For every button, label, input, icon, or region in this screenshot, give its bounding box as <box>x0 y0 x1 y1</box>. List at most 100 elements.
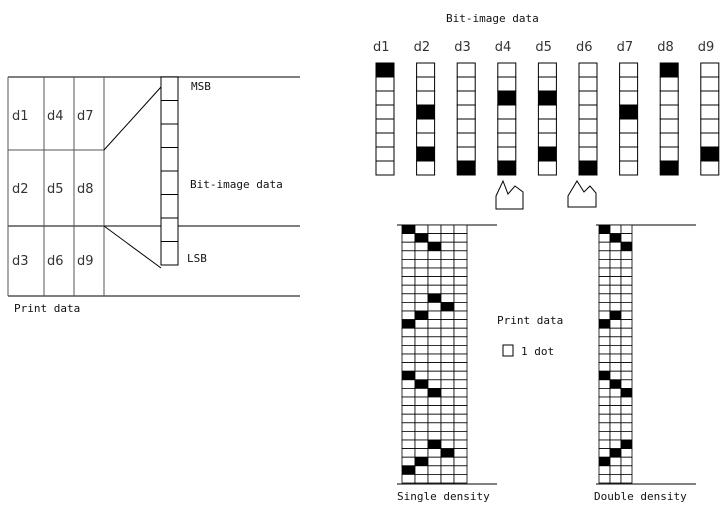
double-density-dot <box>609 396 622 407</box>
double-density-dot <box>609 267 622 278</box>
double-density-dot <box>598 344 611 355</box>
double-density-dot <box>609 362 622 372</box>
double-density-dot <box>609 430 622 441</box>
single-density-caption: Single density <box>397 490 490 503</box>
bit-cell <box>537 104 557 120</box>
bit-cell <box>578 118 598 134</box>
single-density-dot <box>414 473 429 484</box>
single-density-dot <box>427 267 442 278</box>
single-density-dot <box>414 405 429 415</box>
single-density-dot-filled <box>440 301 455 312</box>
double-density-dot-filled <box>598 224 611 235</box>
bit-cell <box>619 62 639 78</box>
single-density-dot <box>453 422 468 432</box>
single-density-dot <box>414 241 429 252</box>
bit-cell <box>416 62 436 78</box>
single-density-dot <box>414 422 429 432</box>
filled-bit-cell <box>700 146 720 162</box>
bit-cell <box>456 62 476 78</box>
double-density-dot <box>609 293 622 303</box>
double-density-dot <box>620 293 633 303</box>
double-density-dot-filled <box>620 387 633 398</box>
legend-dot-label: 1 dot <box>521 345 554 358</box>
single-density-dot <box>453 379 468 389</box>
single-density-dot <box>401 310 416 321</box>
single-density-dot <box>401 448 416 458</box>
bit-cell <box>416 90 436 106</box>
double-density-dot <box>598 284 611 295</box>
single-density-dot <box>414 319 429 329</box>
single-density-dot <box>453 276 468 286</box>
double-density-dot <box>609 276 622 286</box>
single-density-dot <box>440 293 455 303</box>
single-density-dot <box>414 387 429 398</box>
double-density-dot <box>598 327 611 338</box>
single-density-dot <box>427 422 442 432</box>
down-arrow-icon <box>495 179 524 210</box>
single-density-dot <box>453 387 468 398</box>
single-density-dot <box>453 396 468 407</box>
single-density-dot <box>453 465 468 475</box>
single-density-dot <box>440 241 455 252</box>
double-density-dot <box>609 284 622 295</box>
double-density-dot <box>609 387 622 398</box>
double-density-dot <box>620 362 633 372</box>
single-density-dot <box>453 301 468 312</box>
single-density-dot-filled <box>401 319 416 329</box>
single-density-dot-filled <box>414 310 429 321</box>
double-density-dot <box>620 413 633 424</box>
bit-cell <box>619 132 639 148</box>
print-data-caption: Print data <box>14 302 80 315</box>
single-density-dot <box>440 336 455 346</box>
double-density-dot <box>609 344 622 355</box>
single-density-dot-filled <box>427 241 442 252</box>
single-density-dot <box>427 370 442 381</box>
single-density-dot <box>440 224 455 235</box>
single-density-dot <box>414 293 429 303</box>
bit-cell <box>619 160 639 176</box>
column-label-d9: d9 <box>698 40 715 55</box>
double-density-dot <box>620 310 633 321</box>
single-density-dot <box>427 327 442 338</box>
double-density-dot <box>598 258 611 269</box>
single-density-dot <box>401 405 416 415</box>
single-density-dot <box>427 430 442 441</box>
single-density-dot <box>401 276 416 286</box>
double-density-dot <box>598 405 611 415</box>
double-density-dot <box>620 379 633 389</box>
bit-cell <box>375 132 395 148</box>
single-density-dot <box>427 258 442 269</box>
double-density-dot <box>620 224 633 235</box>
single-density-dot <box>440 396 455 407</box>
single-density-dot <box>401 258 416 269</box>
single-density-dot <box>401 284 416 295</box>
single-density-dot <box>453 336 468 346</box>
single-density-dot <box>453 473 468 484</box>
single-density-dot <box>440 370 455 381</box>
bit-cell <box>456 76 476 92</box>
single-density-dot <box>427 362 442 372</box>
single-density-dot <box>427 413 442 424</box>
grid-cell-label: d5 <box>47 182 64 197</box>
bit-cell <box>537 132 557 148</box>
bit-cell <box>578 132 598 148</box>
left-bit-cell <box>160 76 179 101</box>
single-density-dot <box>440 413 455 424</box>
single-density-dot <box>427 284 442 295</box>
grid-cell-label: d3 <box>12 254 29 269</box>
bit-cell <box>659 132 679 148</box>
single-density-dot <box>453 284 468 295</box>
double-density-dot <box>620 456 633 467</box>
single-density-dot <box>440 379 455 389</box>
double-density-dot <box>620 267 633 278</box>
left-bit-cell <box>160 123 179 148</box>
single-density-dot <box>401 241 416 252</box>
left-bit-cell <box>160 194 179 219</box>
bit-cell <box>619 118 639 134</box>
double-density-dot <box>598 387 611 398</box>
single-density-dot <box>440 362 455 372</box>
double-density-dot <box>598 233 611 243</box>
filled-bit-cell <box>375 62 395 78</box>
single-density-dot-filled <box>440 448 455 458</box>
